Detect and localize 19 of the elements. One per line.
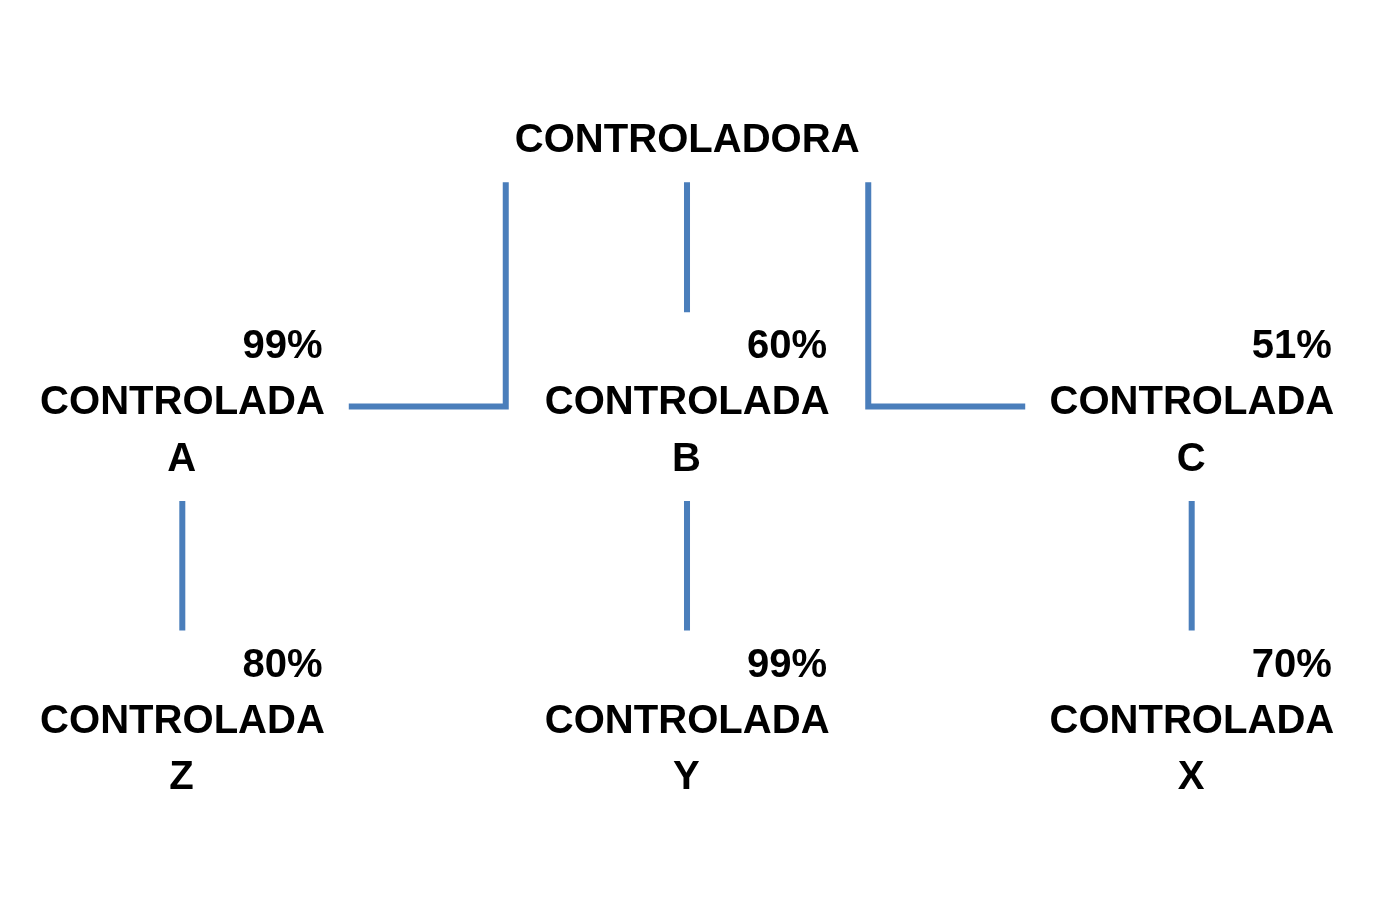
- connector: [348, 181, 509, 409]
- node-text: CONTROLADA B: [544, 377, 830, 479]
- connector: [865, 181, 1026, 409]
- node-label: 80%: [242, 640, 323, 685]
- node-text: CONTROLADA Z: [40, 696, 325, 797]
- connector: [1188, 500, 1195, 631]
- node-text: CONTROLADA X: [1049, 696, 1335, 797]
- connector: [684, 181, 690, 312]
- node-text: CONTROLADA Y: [544, 696, 830, 797]
- node-text: CONTROLADORA: [514, 115, 860, 160]
- node-text: CONTROLADA C: [1049, 377, 1335, 479]
- connector: [684, 500, 690, 631]
- node-label: 70%: [1251, 640, 1332, 685]
- node-label: 99%: [747, 640, 828, 685]
- node-label: 51%: [1251, 321, 1332, 366]
- connector: [179, 500, 186, 631]
- node-label: 99%: [242, 321, 323, 366]
- node-label: 60%: [747, 321, 828, 366]
- node-text: CONTROLADA A: [40, 377, 325, 479]
